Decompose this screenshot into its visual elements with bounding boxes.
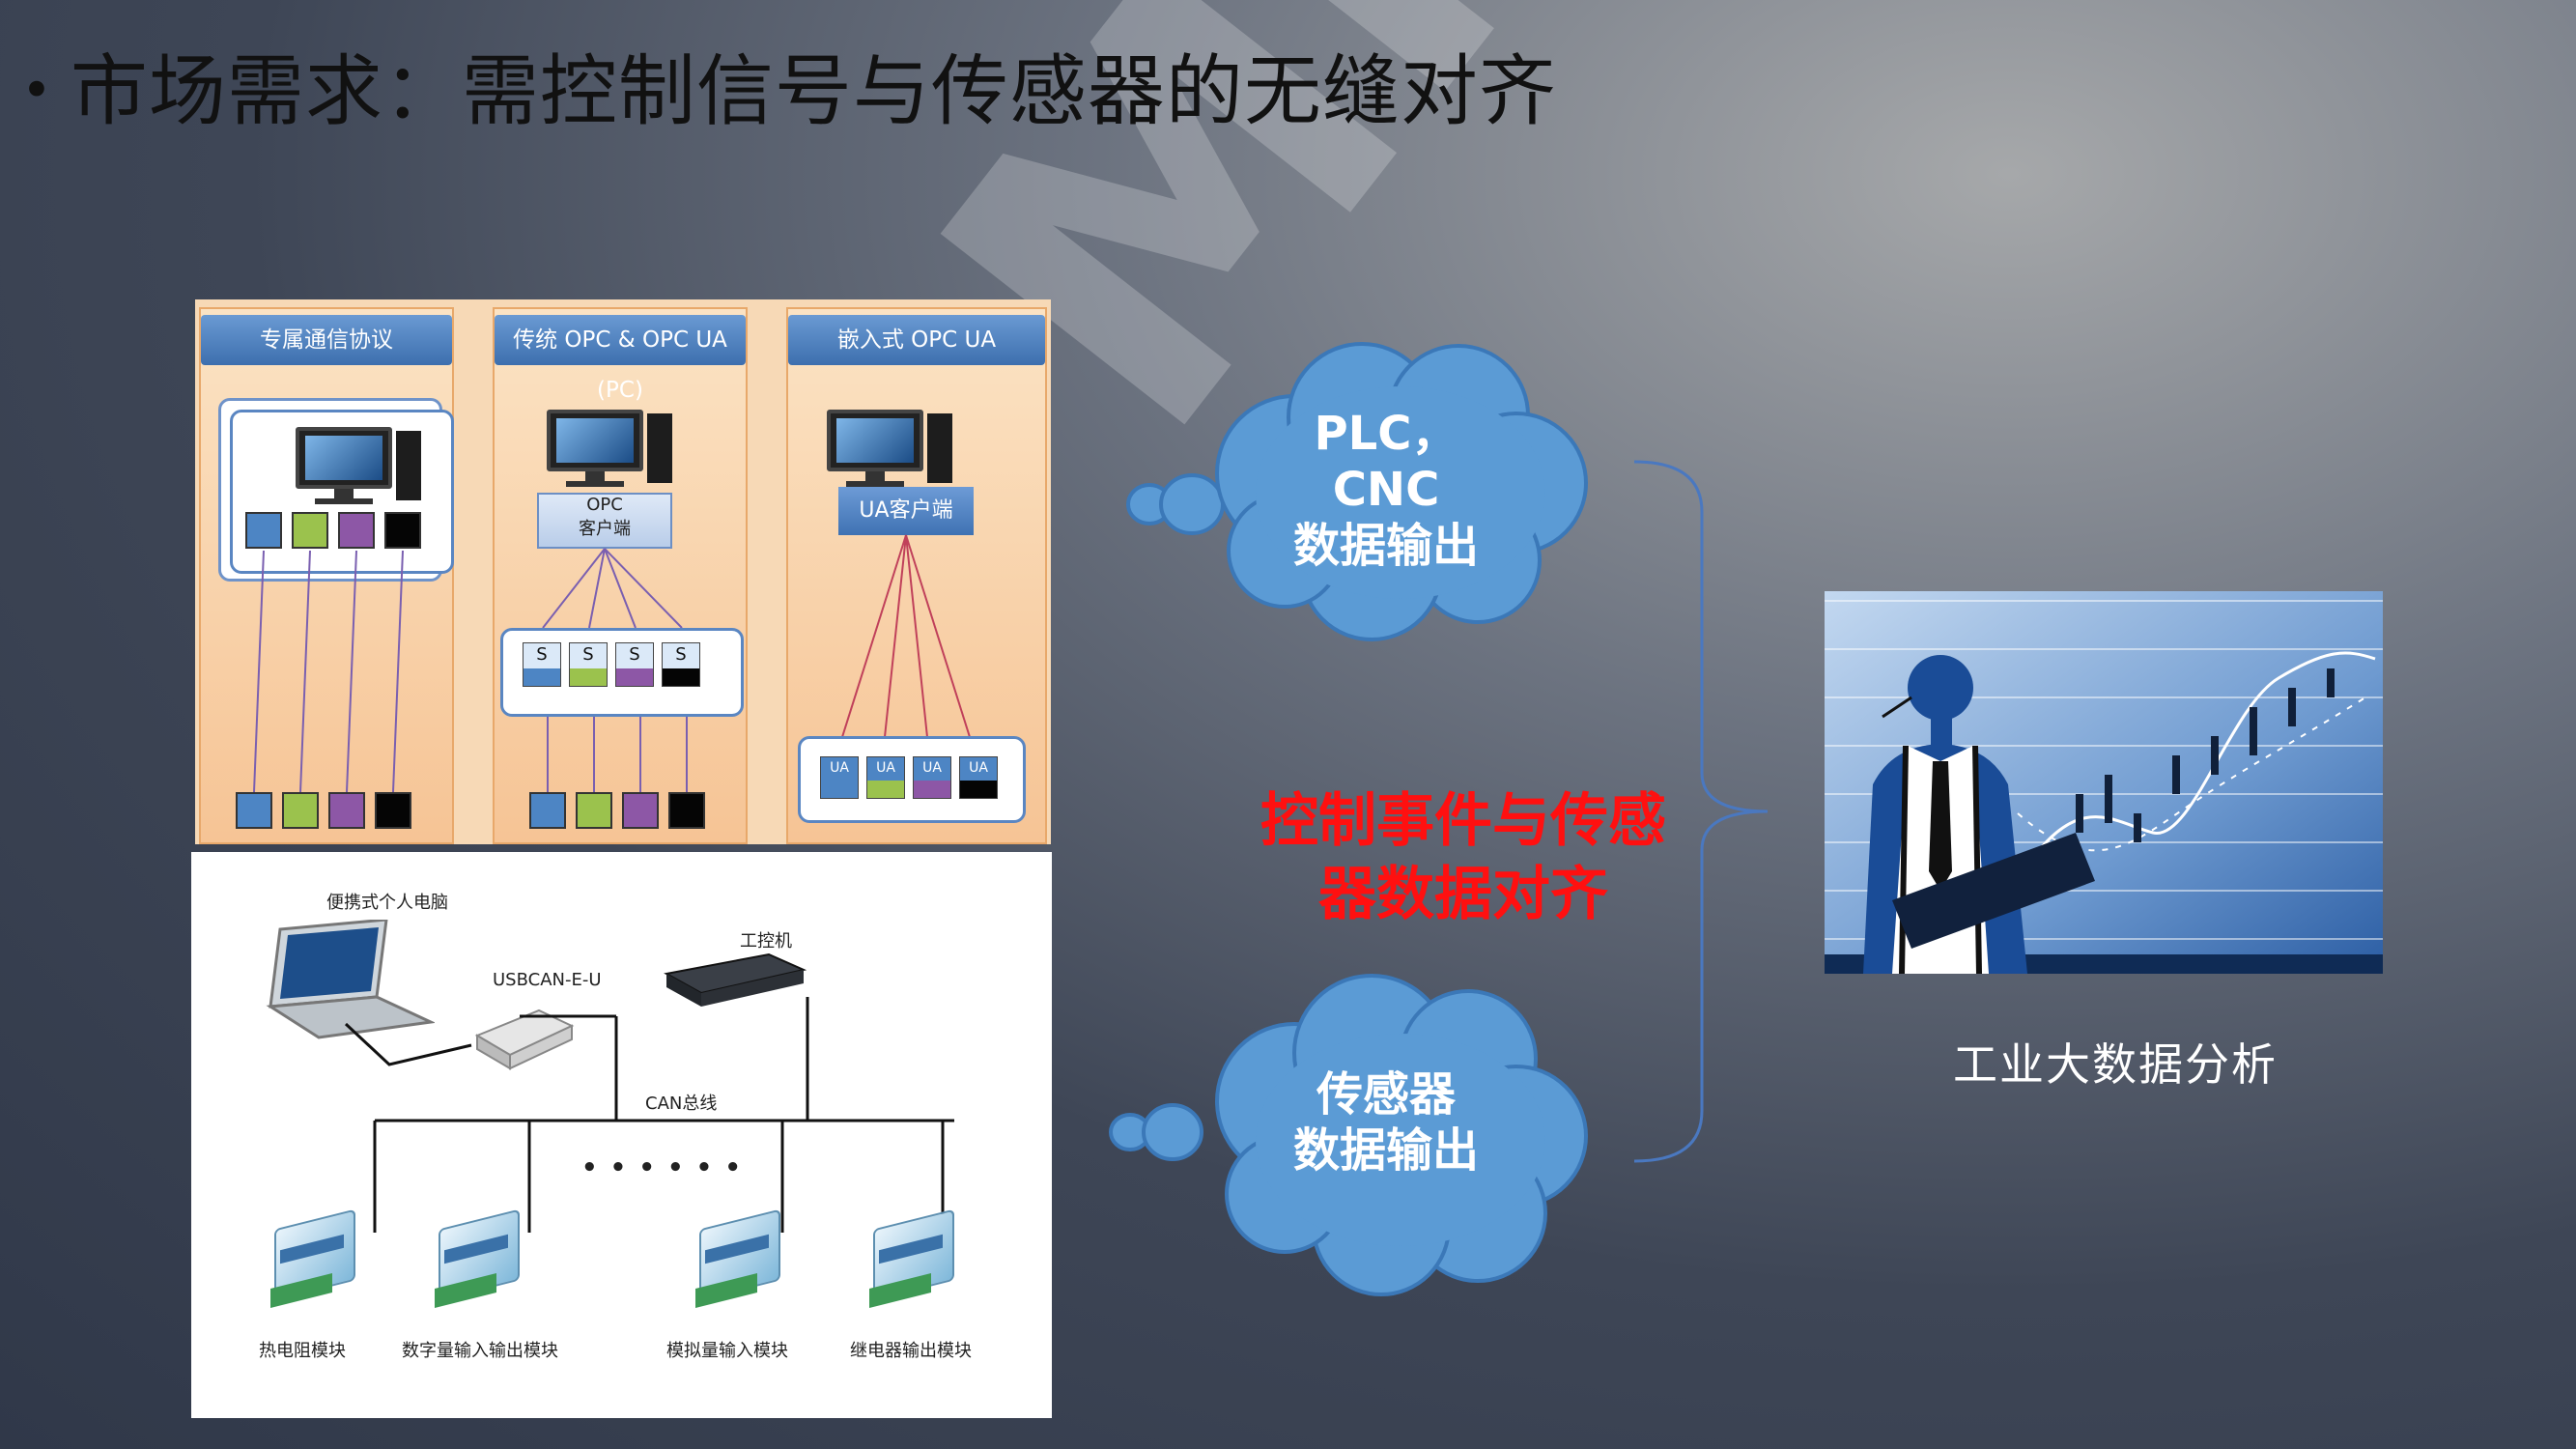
server-s: S: [615, 642, 654, 687]
device-purple: [622, 792, 659, 829]
module-icon: [692, 1208, 780, 1308]
module-label: 热电阻模块: [259, 1341, 346, 1361]
laptop-icon: [266, 920, 435, 1039]
cloud-top-text: PLC， CNC 数据输出: [1256, 406, 1516, 574]
column-header: 专属通信协议: [201, 315, 452, 365]
module-icon: [431, 1208, 520, 1308]
server-s: S: [523, 642, 561, 687]
slide-title: • 市场需求：需控制信号与传感器的无缝对齐: [21, 29, 1557, 141]
column-header: 嵌入式 OPC UA: [788, 315, 1045, 365]
cloud-bottom-line: 数据输出: [1292, 1123, 1479, 1178]
right-brace: [1633, 460, 1769, 1163]
ua-device: UA: [866, 756, 905, 799]
opc-client-box: OPC 客户端: [537, 493, 672, 549]
column-embedded-ua: 嵌入式 OPC UA UA客户端 UA UA UA UA: [786, 307, 1047, 844]
can-bus-panel: 便携式个人电脑 USBCAN-E-U 工控机 CAN总线 • • • •: [191, 852, 1052, 1418]
ua-device-group: UA UA UA UA: [798, 736, 1026, 823]
cloud-bottom-line: 传感器: [1316, 1067, 1456, 1122]
ua-device: UA: [913, 756, 951, 799]
port-purple: [338, 512, 375, 549]
port-black: [384, 512, 421, 549]
server-s: S: [662, 642, 700, 687]
device-black: [375, 792, 411, 829]
device-green: [282, 792, 319, 829]
opc-client-line2: 客户端: [579, 519, 631, 539]
ipc-label: 工控机: [740, 931, 792, 952]
analytics-illustration: [1825, 591, 2383, 974]
alignment-text-line: 控制事件与传感: [1260, 787, 1666, 855]
ua-client-button: UA客户端: [838, 487, 974, 535]
cloud-bottom-text: 传感器 数据输出: [1256, 1066, 1516, 1179]
can-bus-label: CAN总线: [645, 1094, 718, 1114]
cloud-top-line: 数据输出: [1292, 519, 1479, 573]
device-green: [576, 792, 612, 829]
device-blue: [236, 792, 272, 829]
server-s: S: [569, 642, 608, 687]
industrial-pc-icon: [664, 952, 807, 1007]
protocol-comparison-panel: 专属通信协议 传统 OPC & OPC UA (PC) OPC 客户端: [195, 299, 1051, 844]
port-green: [292, 512, 328, 549]
module-icon: [865, 1208, 954, 1308]
ua-device: UA: [820, 756, 859, 799]
ua-fan-lines: [835, 534, 977, 756]
usbcan-device-icon: [474, 1009, 575, 1070]
cloud-top-line: PLC，: [1314, 407, 1458, 461]
column-opc: 传统 OPC & OPC UA (PC) OPC 客户端 S S S S: [493, 307, 748, 844]
device-black: [668, 792, 705, 829]
device-blue: [529, 792, 566, 829]
slide-title-text: 市场需求：需控制信号与传感器的无缝对齐: [70, 46, 1557, 136]
ua-device: UA: [959, 756, 998, 799]
module-label: 数字量输入输出模块: [402, 1341, 558, 1361]
can-wiring: [344, 997, 954, 1233]
opc-fan-lines: [542, 548, 688, 792]
cloud-top-shape: [1126, 342, 1588, 641]
device-purple: [328, 792, 365, 829]
analytics-caption: 工业大数据分析: [1953, 1038, 2278, 1091]
ellipsis: • • • • • •: [581, 1153, 743, 1182]
alignment-text: 控制事件与传感 器数据对齐: [1212, 784, 1714, 931]
analytics-image: [1825, 591, 2383, 974]
module-icon: [267, 1208, 355, 1308]
bullet-icon: •: [21, 60, 53, 121]
port-blue: [245, 512, 282, 549]
laptop-label: 便携式个人电脑: [326, 893, 448, 913]
connection-lines: [253, 550, 404, 793]
opc-client-line1: OPC: [586, 495, 623, 515]
server-group: S S S S: [500, 628, 744, 717]
cloud-top-line: CNC: [1332, 463, 1440, 517]
module-label: 模拟量输入模块: [666, 1341, 788, 1361]
alignment-text-line: 器数据对齐: [1318, 861, 1608, 928]
module-label: 继电器输出模块: [850, 1341, 972, 1361]
usbcan-label: USBCAN-E-U: [493, 970, 602, 990]
column-proprietary: 专属通信协议: [199, 307, 454, 844]
column-header: 传统 OPC & OPC UA (PC): [495, 315, 746, 403]
cloud-bottom-shape: [1109, 974, 1588, 1296]
